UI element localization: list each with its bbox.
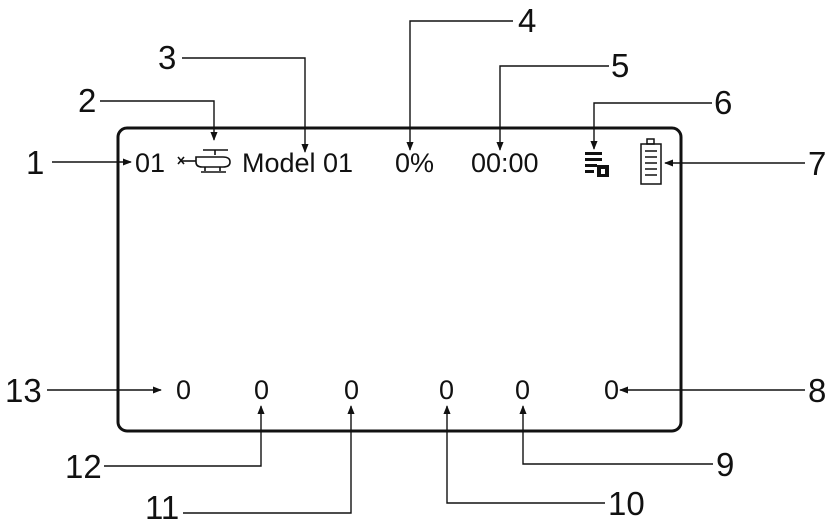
callout-number-7: 7 <box>808 145 826 182</box>
callout-number-4: 4 <box>518 2 536 39</box>
callout-number-5: 5 <box>611 47 629 84</box>
timer: 00:00 <box>471 148 539 178</box>
callout-number-3: 3 <box>158 39 176 76</box>
battery-icon <box>640 138 662 185</box>
callout-line-2 <box>100 100 218 141</box>
trim-value-9: 0 <box>515 375 530 405</box>
trim-value-12: 0 <box>254 375 269 405</box>
model-number: 01 <box>135 148 165 178</box>
callout-line-9 <box>519 405 713 465</box>
callout-number-6: 6 <box>714 84 732 121</box>
callout-line-3 <box>182 57 309 153</box>
callout-number-11: 11 <box>145 489 179 525</box>
callout-number-1: 1 <box>26 144 44 181</box>
callout-number-9: 9 <box>716 446 734 483</box>
callout-line-6 <box>590 102 712 150</box>
trim-value-11: 0 <box>344 375 359 405</box>
callout-lines <box>47 20 805 514</box>
callout-line-5 <box>496 65 609 151</box>
helicopter-icon <box>177 149 231 173</box>
callout-line-12 <box>104 405 265 467</box>
callout-line-4 <box>406 20 513 151</box>
callout-line-10 <box>443 405 605 504</box>
trim-value-8: 0 <box>604 375 619 405</box>
lcd-screen-frame <box>116 126 683 433</box>
callout-number-2: 2 <box>78 82 96 119</box>
throttle-percent: 0% <box>395 148 434 178</box>
callout-number-12: 12 <box>65 448 102 485</box>
callout-line-11 <box>183 405 355 514</box>
trim-value-10: 0 <box>439 375 454 405</box>
callout-number-13: 13 <box>5 372 42 409</box>
signal-bars-icon <box>585 152 609 177</box>
callout-number-10: 10 <box>608 485 645 522</box>
trim-value-13: 0 <box>176 375 191 405</box>
model-name: Model 01 <box>242 148 353 178</box>
callout-number-8: 8 <box>808 372 826 409</box>
